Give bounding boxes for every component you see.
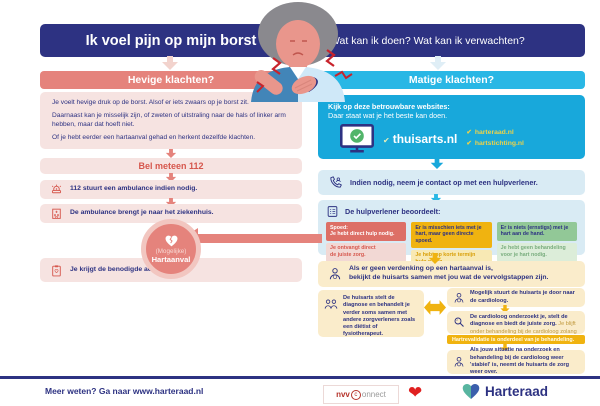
doctor-icon [453,292,465,304]
symptom-text: Of je hebt eerder een hartaanval gehad e… [52,133,256,141]
hospital-icon [50,207,63,220]
symptom-text: Daarnaast kan je misselijk zijn, of zwet… [52,111,286,128]
monitor-check-icon [340,124,374,153]
nvvc-logo-circle: c [350,389,361,400]
face [276,20,320,68]
checklist-icon [326,205,339,218]
secondary-site-link[interactable]: ✔harteraad.nl [466,128,514,136]
down-arrow-icon [165,149,177,158]
option-label: Er is niets (ernstigs) met je hart aan d… [496,222,577,241]
badge-line1: (Mogelijke) [155,247,187,255]
severe-complaints-label: Hevige klachten? [127,74,215,86]
badge-line2: Hartaanval [151,254,191,264]
down-arrow-icon [428,253,442,264]
moderate-complaints-label: Matige klachten? [408,74,495,86]
websites-line1: Kijk op deze betrouwbare websites: [328,102,450,111]
cardioloog-onderzoek-bold: De cardioloog onderzoekt je, stelt de di… [470,314,568,328]
check-icon: ✔ [466,139,472,147]
option-label: Er is misschien iets met je hart, maar g… [411,222,492,248]
call-112-banner: Bel meteen 112 [40,158,302,174]
assessment-title: De hulpverlener beoordeelt: [345,207,441,216]
contact-helper-box: Indien nodig, neem je contact op met een… [318,170,585,195]
assessment-option-nothing: Er is niets (ernstigs) met je hart aan d… [496,222,577,268]
websites-line2: Daar staat wat je het beste kan doen. [328,111,448,120]
assessment-box: De hulpverlener beoordeelt: Spoed: Je he… [318,200,585,269]
down-arrow-icon [430,158,444,169]
down-arrow-icon [165,173,177,182]
severe-complaints-bar: Hevige klachten? [40,71,302,89]
assessment-option-urgent: Spoed: Je hebt direct hulp nodig. Je ont… [326,222,407,268]
down-arrow-icon [165,198,177,207]
symptom-text: Je voelt hevige druk op de borst. Alsof … [52,99,249,106]
left-question-title: Ik voel pijn op mijn borst [85,32,257,49]
nvvc-logo-text: onnect [361,390,386,399]
option-sub: Je hebt geen behandeling voor je hart no… [496,242,577,262]
conversation-icon [324,298,338,332]
cardioloog-onderzoek-box: De cardioloog onderzoekt je, stelt de di… [447,311,585,342]
moderate-complaints-bar: Matige klachten? [318,71,585,89]
ambulance-step-box: 112 stuurt een ambulance indien nodig. [40,180,302,199]
stabiel-box: Als jouw situatie na onderzoek en behand… [447,347,585,376]
harteraad-heart-icon [462,383,480,400]
hospital-step-text: De ambulance brengt je naar het ziekenhu… [70,209,214,217]
siren-icon [50,183,63,196]
option-sub: Je ontvangt direct de juiste zorg. [326,242,407,262]
huisarts-followup-text: Als er geen verdenking op een hartaanval… [349,265,549,281]
acute-help-text: Je krijgt de benodigde acute hulp. [70,265,180,273]
magnifier-icon [453,316,465,331]
heart-attack-badge: (Mogelijke) Hartaanval [141,219,201,279]
check-icon: ✔ [383,135,390,145]
broken-heart-icon [165,235,178,247]
left-question-banner: Ik voel pijn op mijn borst [40,24,302,57]
right-question-title: Wat kan ik doen? Wat kan ik verwachten? [330,34,525,47]
hartrevalidatie-bar: Hartrevalidatie is onderdeel van je beha… [447,335,585,344]
harteraad-logo: Harteraad [462,383,548,400]
primary-site-link[interactable]: ✔thuisarts.nl [383,131,458,146]
spoed-connector-arrow [196,234,322,243]
down-arrow-icon [500,344,510,352]
contact-helper-text: Indien nodig, neem je contact op met een… [350,177,538,187]
down-arrow-icon [430,56,446,70]
option-label: Spoed: Je hebt direct hulp nodig. [326,222,407,241]
hospital-step-box: De ambulance brengt je naar het ziekenhu… [40,204,302,223]
clipboard-icon [50,264,63,277]
cardioloog-referral-box: Mogelijk stuurt de huisarts je door naar… [447,288,585,307]
doctor-icon [328,267,342,281]
double-arrow-icon [424,300,446,315]
ambulance-step-text: 112 stuurt een ambulance indien nodig. [70,185,198,193]
harteraad-logo-text: Harteraad [485,384,549,399]
huisarts-diagnose-text: De huisarts stelt de diagnose en behande… [343,295,416,338]
nvvc-logo-text: nvv [336,390,350,399]
hartrevalidatie-text: Hartrevalidatie is onderdeel van je beha… [452,336,575,343]
check-icon: ✔ [466,128,472,136]
phone-icon [328,175,343,190]
hartstichting-heart-logo: ❤ [408,383,423,402]
down-arrow-icon [500,305,510,313]
right-question-banner: Wat kan ik doen? Wat kan ik verwachten? [312,24,585,57]
call-112-label: Bel meteen 112 [138,161,204,171]
down-arrow-icon [162,56,178,70]
doctor-icon [453,356,465,368]
huisarts-followup-box: Als er geen verdenking op een hartaanval… [318,261,585,287]
footer-more-info-link[interactable]: Meer weten? Ga naar www.harteraad.nl [45,386,204,396]
footer-divider [0,376,600,379]
stabiel-text: Als jouw situatie na onderzoek en behand… [470,347,570,376]
cardioloog-referral-text: Mogelijk stuurt de huisarts je door naar… [470,290,575,304]
huisarts-diagnose-box: De huisarts stelt de diagnose en behande… [318,290,424,337]
websites-box: Kijk op deze betrouwbare websites: Daar … [318,95,585,159]
person-chest-pain-illustration [243,0,353,102]
symptoms-box: Je voelt hevige druk op de borst. Alsof … [40,92,302,149]
secondary-site-link[interactable]: ✔hartstichting.nl [466,139,524,147]
down-arrow-icon [430,194,442,203]
